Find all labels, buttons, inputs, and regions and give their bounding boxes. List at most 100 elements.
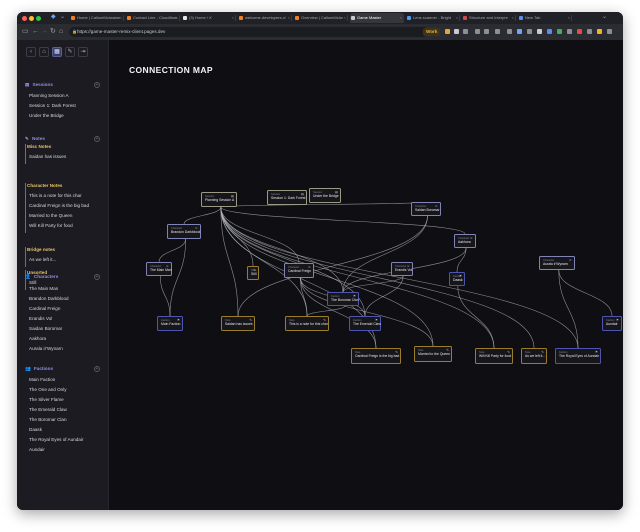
- extension-icon[interactable]: [463, 29, 468, 34]
- note-group-title[interactable]: Character Notes: [27, 183, 63, 188]
- extension-icon[interactable]: [547, 29, 552, 34]
- extension-icon[interactable]: [557, 29, 562, 34]
- tab-close-icon[interactable]: ×: [511, 15, 514, 20]
- sidebar-item-note[interactable]: Saidan has issues: [29, 154, 67, 159]
- extension-icon[interactable]: [454, 29, 459, 34]
- sidebar-item-note[interactable]: Still: [29, 280, 37, 285]
- extension-icon[interactable]: [577, 29, 582, 34]
- sidebar-item-note[interactable]: This is a note for this char: [29, 193, 82, 198]
- sidebar-item-character[interactable]: Brandon Darkblood: [29, 296, 69, 301]
- shield-icon[interactable]: ◆: [51, 14, 56, 20]
- tab-overview-icon[interactable]: ⌄: [601, 14, 607, 20]
- tab-3[interactable]: welcome.developers.cl×: [238, 13, 292, 23]
- extension-icon[interactable]: [517, 29, 522, 34]
- tab-4[interactable]: Overview | CallumMcIw×: [294, 13, 348, 23]
- sidebar-item-faction[interactable]: Daask: [29, 427, 43, 432]
- forward-icon[interactable]: →: [41, 28, 48, 35]
- sidebar-item-faction[interactable]: The Royal Eyes of Aundair: [29, 437, 84, 442]
- profile-badge[interactable]: Work: [423, 28, 441, 36]
- sidebar-item-note[interactable]: As we left it...: [29, 257, 57, 262]
- extension-icon[interactable]: [495, 29, 500, 34]
- tab-close-icon[interactable]: ×: [119, 15, 122, 20]
- note-group-title[interactable]: Misc Notes: [27, 144, 52, 149]
- collapse-icon[interactable]: ‹: [26, 47, 36, 57]
- add-characters-button[interactable]: +: [94, 274, 100, 280]
- edit-icon[interactable]: ✎: [65, 47, 75, 57]
- tab-close-icon[interactable]: ×: [567, 15, 570, 20]
- tab-0[interactable]: Home | CallumMcIwaine×: [70, 13, 124, 23]
- tab-7[interactable]: Structure and Interpre×: [462, 13, 516, 23]
- chevron-down-icon[interactable]: ⌄: [60, 14, 66, 20]
- back-icon[interactable]: ←: [32, 28, 39, 35]
- extension-icon[interactable]: [567, 29, 572, 34]
- tab-close-icon[interactable]: ×: [343, 15, 346, 20]
- zoom-window-icon[interactable]: [36, 15, 41, 21]
- tab-8[interactable]: New Tab×: [518, 13, 572, 23]
- sidebar-item-faction[interactable]: The Boromar Clan: [29, 417, 67, 422]
- logout-icon[interactable]: ⇥: [78, 47, 88, 57]
- sidebar-item-character[interactable]: Aurala ir'Wynarn: [29, 346, 63, 351]
- sidebar-item-faction[interactable]: Aundair: [29, 447, 45, 452]
- sidebar-item-session[interactable]: Under the Bridge: [29, 113, 64, 118]
- sidebar-item-character[interactable]: Erandis Vol: [29, 316, 53, 321]
- extension-icon[interactable]: [445, 29, 450, 34]
- tab-close-icon[interactable]: ×: [287, 15, 290, 20]
- sidebar-item-character[interactable]: Cardinal Freign: [29, 306, 61, 311]
- home-icon[interactable]: ⌂: [59, 28, 64, 35]
- tab-6[interactable]: Lens scanner - Bright×: [406, 13, 460, 23]
- tab-close-icon[interactable]: ×: [231, 15, 234, 20]
- add-sessions-button[interactable]: +: [94, 82, 100, 88]
- extension-icon[interactable]: [475, 29, 480, 34]
- sidebar-item-character[interactable]: Saidan Boromar: [29, 326, 63, 331]
- extension-icon[interactable]: [597, 29, 602, 34]
- extension-icon[interactable]: [587, 29, 592, 34]
- sidebar-item-faction[interactable]: Main Faction: [29, 377, 56, 382]
- minimize-window-icon[interactable]: [29, 15, 34, 21]
- tab-close-icon[interactable]: ×: [175, 15, 178, 20]
- sidebar-item-character[interactable]: The Main Man: [29, 286, 59, 291]
- extension-icon[interactable]: [507, 29, 512, 34]
- sidebar-item-session[interactable]: Planning Session A: [29, 93, 69, 98]
- sidebar-item-note[interactable]: Will Kill Party for food: [29, 223, 73, 228]
- sidebar-item-faction[interactable]: The Silver Flame: [29, 397, 64, 402]
- sidebar-toggle-icon[interactable]: ▭: [22, 28, 29, 35]
- sidebar-item-session[interactable]: Session 1: Dark Forest: [29, 103, 76, 108]
- reload-icon[interactable]: ↻: [50, 28, 56, 35]
- close-window-icon[interactable]: [22, 15, 27, 21]
- note-group-title[interactable]: Bridge notes: [27, 247, 56, 252]
- home-icon[interactable]: ⌂: [39, 47, 49, 57]
- map-icon[interactable]: ▦: [52, 47, 62, 57]
- url-field[interactable]: 🔒 https://game-master-remix-client.pages…: [69, 27, 429, 37]
- extension-icon[interactable]: [527, 29, 532, 34]
- tab-1[interactable]: Contact Line - Cloudflare×: [126, 13, 180, 23]
- sidebar-item-faction[interactable]: The Emerald Claw: [29, 407, 67, 412]
- tab-5[interactable]: Game Master×: [350, 13, 404, 23]
- tab-close-icon[interactable]: ×: [399, 15, 402, 20]
- menu-icon[interactable]: [607, 29, 612, 34]
- extension-icon[interactable]: [537, 29, 542, 34]
- add-factions-button[interactable]: +: [94, 366, 100, 372]
